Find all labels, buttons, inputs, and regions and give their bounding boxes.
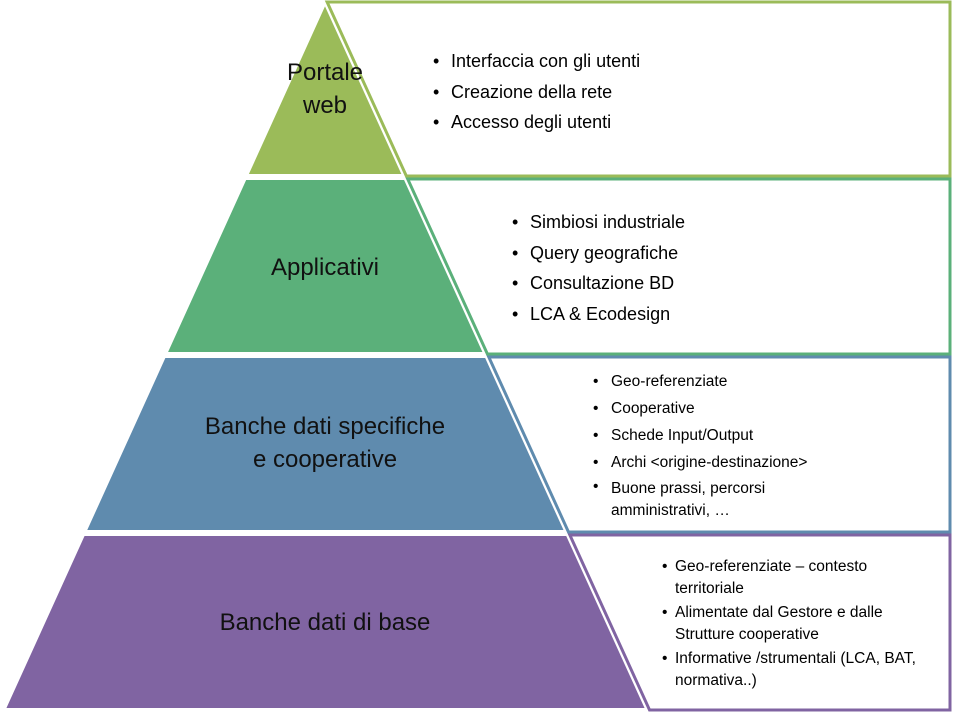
- bullet-item: LCA & Ecodesign: [512, 299, 685, 330]
- bullet-list-portale-web: Interfaccia con gli utenti Creazione del…: [433, 46, 640, 138]
- bullet-item: Schede Input/Output: [593, 422, 883, 449]
- pyramid-layer-banche-dati-specifiche: [84, 356, 567, 532]
- bullet-item: Simbiosi industriale: [512, 207, 685, 238]
- bullet-item: Interfaccia con gli utenti: [433, 46, 640, 77]
- bullet-item: Consultazione BD: [512, 268, 685, 299]
- bullet-list-banche-dati-specifiche: Geo-referenziate Cooperative Schede Inpu…: [593, 368, 883, 522]
- bullet-item: Accesso degli utenti: [433, 107, 640, 138]
- bullet-list-applicativi: Simbiosi industriale Query geografiche C…: [512, 207, 685, 329]
- pyramid-layer-applicativi: [164, 178, 486, 354]
- bullet-item: Query geografiche: [512, 238, 685, 269]
- bullet-item: Geo-referenziate: [593, 368, 883, 395]
- bullet-item: Buone prassi, percorsi amministrativi, …: [593, 476, 831, 522]
- bullet-item: Archi <origine-destinazione>: [593, 449, 883, 476]
- bullet-item: Geo-referenziate – contesto territoriale: [662, 556, 915, 600]
- bullet-item: Cooperative: [593, 395, 883, 422]
- pyramid-layer-banche-dati-base: [3, 534, 648, 710]
- bullet-item: Creazione della rete: [433, 77, 640, 108]
- bullet-item: Informative /strumentali (LCA, BAT, norm…: [662, 648, 937, 692]
- bullet-item: Alimentate dal Gestore e dalle Strutture…: [662, 602, 935, 646]
- pyramid-layer-portale-web: [245, 1, 405, 176]
- bullet-list-banche-dati-base: Geo-referenziate – contesto territoriale…: [662, 556, 942, 694]
